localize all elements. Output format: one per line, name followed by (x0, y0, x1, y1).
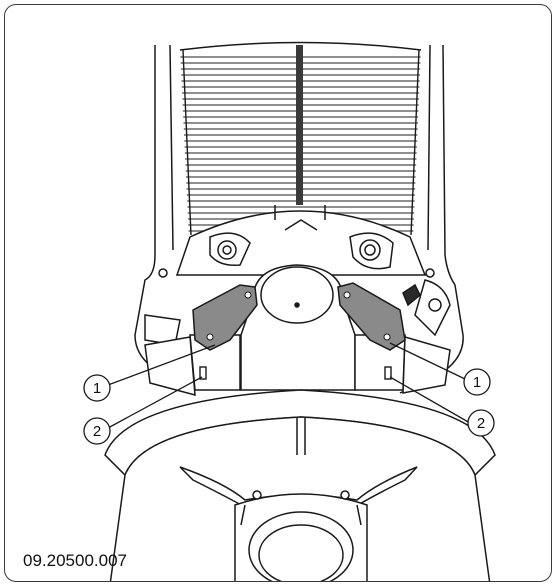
center-column (240, 264, 356, 391)
left-bracket (144, 334, 241, 396)
leader-lines (107, 342, 471, 429)
cooling-fins (180, 45, 421, 240)
right-screw (384, 366, 392, 380)
svg-text:2: 2 (93, 423, 101, 440)
svg-text:2: 2 (477, 415, 485, 432)
callout-2-left: 2 (83, 417, 111, 445)
left-cover-plate (192, 284, 258, 351)
yoke-mechanism (144, 205, 451, 346)
right-cover-plate (337, 282, 406, 351)
svg-text:1: 1 (473, 374, 481, 391)
exploded-assembly-drawing: 1 2 1 2 (83, 41, 496, 581)
svg-text:1: 1 (93, 380, 101, 397)
callout-2-right: 2 (467, 409, 495, 437)
callout-1-left: 1 (83, 374, 111, 402)
base-foot (104, 389, 496, 581)
figure-frame: 1 2 1 2 09.20500.007 (4, 4, 552, 582)
callout-1-right: 1 (463, 368, 491, 396)
left-screw (199, 366, 207, 380)
figure-code: 09.20500.007 (23, 551, 127, 570)
